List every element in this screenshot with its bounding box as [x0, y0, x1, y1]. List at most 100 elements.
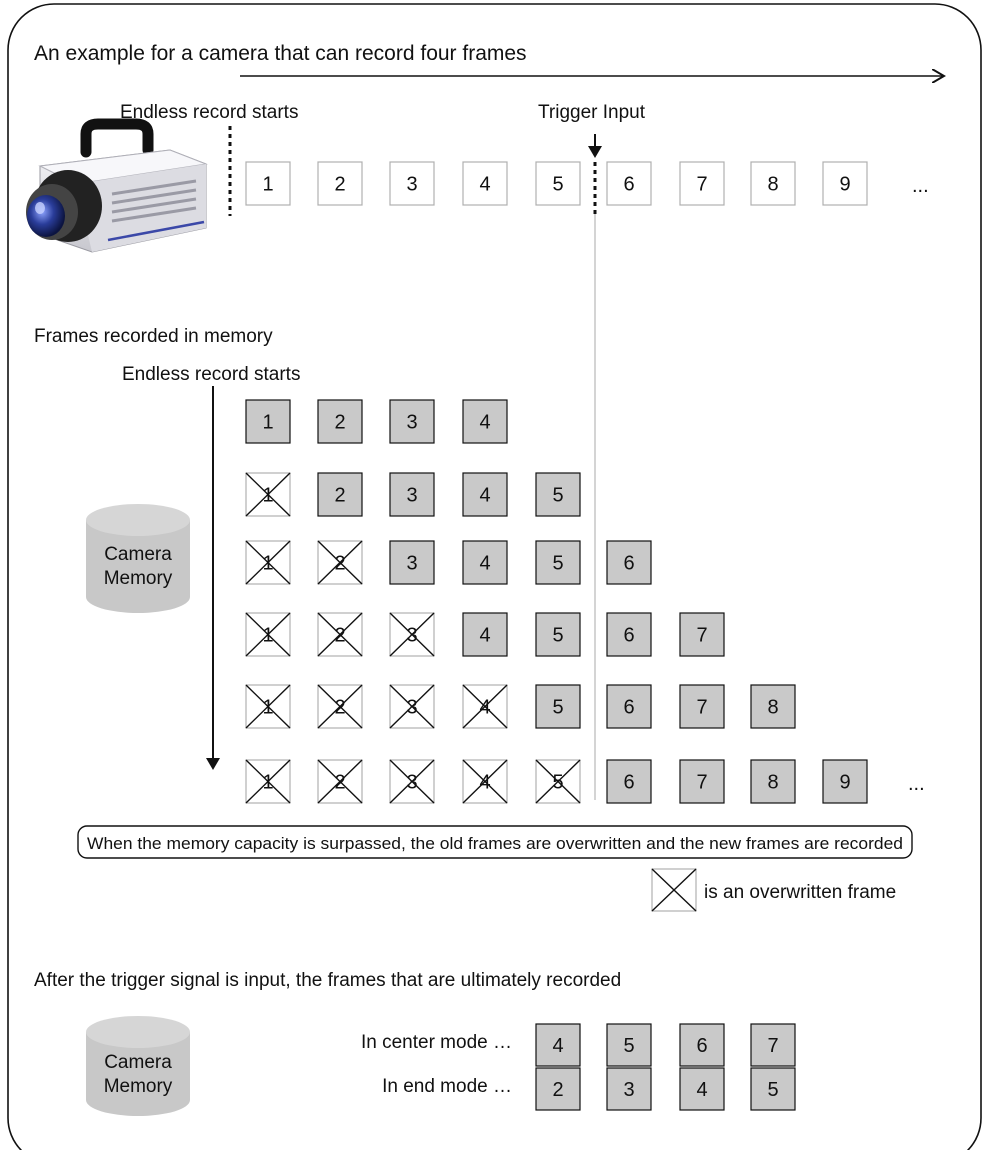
overwritten-frame-1: 1	[246, 473, 290, 516]
recorded-frame-2: 2	[318, 473, 362, 516]
endless-record-label-top: Endless record starts	[120, 102, 298, 123]
frame-number: 7	[696, 174, 707, 196]
frame-number: 4	[479, 412, 490, 434]
top-frame-1: 1	[246, 162, 290, 205]
recorded-frame-8: 8	[751, 760, 795, 803]
frame-number: 2	[334, 553, 345, 575]
overwritten-frame-legend: is an overwritten frame	[652, 869, 896, 911]
frame-number: 8	[767, 697, 778, 719]
recorded-frame-9: 9	[823, 760, 867, 803]
frame-number: 2	[334, 412, 345, 434]
frame-number: 3	[623, 1079, 634, 1101]
end-frame-3: 3	[607, 1068, 651, 1110]
overwritten-frame-5: 5	[536, 760, 580, 803]
recorded-frame-1: 1	[246, 400, 290, 443]
recorded-frame-4: 4	[463, 541, 507, 584]
recorded-frame-5: 5	[536, 541, 580, 584]
overwritten-frame-2: 2	[318, 541, 362, 584]
center-frame-7: 7	[751, 1024, 795, 1066]
frame-number: 1	[262, 174, 273, 196]
overwritten-frame-4: 4	[463, 685, 507, 728]
frame-number: 2	[334, 174, 345, 196]
center-frame-5: 5	[607, 1024, 651, 1066]
frame-number: 1	[262, 697, 273, 719]
frame-number: 1	[262, 772, 273, 794]
frame-number: 1	[262, 625, 273, 647]
frame-number: 4	[479, 697, 490, 719]
frame-number: 3	[406, 625, 417, 647]
frame-number: 6	[623, 174, 634, 196]
recorded-frame-7: 7	[680, 685, 724, 728]
top-frame-7: 7	[680, 162, 724, 205]
overwritten-frame-3: 3	[390, 613, 434, 656]
frame-number: 8	[767, 772, 778, 794]
recorded-frame-5: 5	[536, 685, 580, 728]
recorded-frame-3: 3	[390, 473, 434, 516]
overwritten-frame-1: 1	[246, 685, 290, 728]
frame-number: 6	[623, 553, 634, 575]
overwritten-frame-3: 3	[390, 760, 434, 803]
center-frame-6: 6	[680, 1024, 724, 1066]
overwritten-frame-2: 2	[318, 760, 362, 803]
legend-text: is an overwritten frame	[704, 882, 896, 903]
recorded-frame-5: 5	[536, 613, 580, 656]
center-mode-frames: 4567	[536, 1024, 795, 1066]
trigger-input-label: Trigger Input	[538, 102, 646, 123]
memory-row-6: 123456789	[246, 760, 867, 803]
recorded-frame-3: 3	[390, 400, 434, 443]
frame-number: 3	[406, 697, 417, 719]
frame-number: 3	[406, 174, 417, 196]
end-mode-label: In end mode …	[382, 1076, 512, 1097]
end-mode-frames: 2 3 4 5	[536, 1068, 795, 1110]
top-frame-8: 8	[751, 162, 795, 205]
frame-number: 4	[696, 1079, 707, 1101]
cylinder-label-memory: Memory	[104, 568, 173, 589]
recorded-frame-3: 3	[390, 541, 434, 584]
overwritten-frame-1: 1	[246, 613, 290, 656]
frame-number: 3	[406, 772, 417, 794]
frame-number: 5	[552, 174, 563, 196]
frame-number: 4	[479, 625, 490, 647]
frame-number: 6	[623, 697, 634, 719]
camera-icon	[26, 124, 206, 252]
camera-memory-cylinder: Camera Memory	[86, 504, 190, 613]
recorded-frame-7: 7	[680, 760, 724, 803]
frame-number: 3	[406, 553, 417, 575]
top-frame-9: 9	[823, 162, 867, 205]
frame-number: 6	[623, 625, 634, 647]
frame-number: 5	[552, 697, 563, 719]
top-frame-5: 5	[536, 162, 580, 205]
top-frame-4: 4	[463, 162, 507, 205]
frame-number: 3	[406, 485, 417, 507]
overwritten-frame-2: 2	[318, 685, 362, 728]
page-title: An example for a camera that can record …	[34, 42, 527, 65]
frame-number: 7	[696, 625, 707, 647]
recorded-frame-5: 5	[536, 473, 580, 516]
frame-number: 5	[552, 625, 563, 647]
cylinder-label-camera: Camera	[104, 544, 172, 565]
top-frame-6: 6	[607, 162, 651, 205]
recorded-frame-4: 4	[463, 613, 507, 656]
end-frame-2: 2	[536, 1068, 580, 1110]
top-frame-3: 3	[390, 162, 434, 205]
frame-number: 4	[479, 553, 490, 575]
overwritten-frame-4: 4	[463, 760, 507, 803]
result-cylinder-label-camera: Camera	[104, 1052, 172, 1073]
frame-number: 5	[552, 772, 563, 794]
frame-number: 7	[696, 772, 707, 794]
memory-row-5: 1 2 3 4 5 6 7 8	[246, 685, 795, 728]
endless-record-label-memory: Endless record starts	[122, 364, 300, 385]
frame-number: 9	[839, 772, 850, 794]
overwritten-frame-1: 1	[246, 760, 290, 803]
recorded-frame-8: 8	[751, 685, 795, 728]
frame-number: 1	[262, 412, 273, 434]
frame-number: 1	[262, 553, 273, 575]
frame-number: 7	[696, 697, 707, 719]
frame-number: 6	[696, 1035, 707, 1057]
frame-number: 5	[767, 1079, 778, 1101]
